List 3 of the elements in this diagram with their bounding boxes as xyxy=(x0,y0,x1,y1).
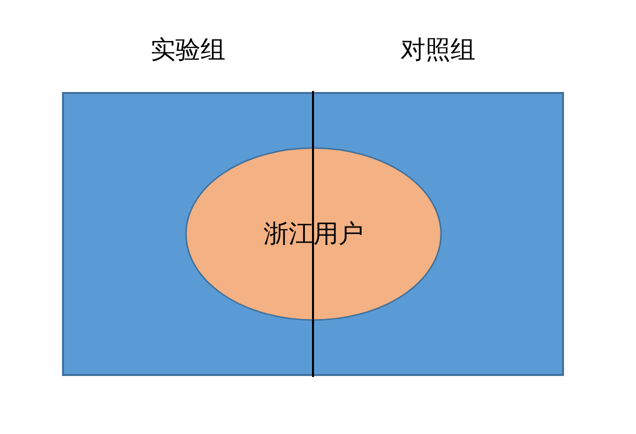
group-heading: 对照组 xyxy=(400,34,476,66)
group-heading: 实验组 xyxy=(150,34,226,66)
ellipse-label: 浙江用户 xyxy=(264,219,364,249)
